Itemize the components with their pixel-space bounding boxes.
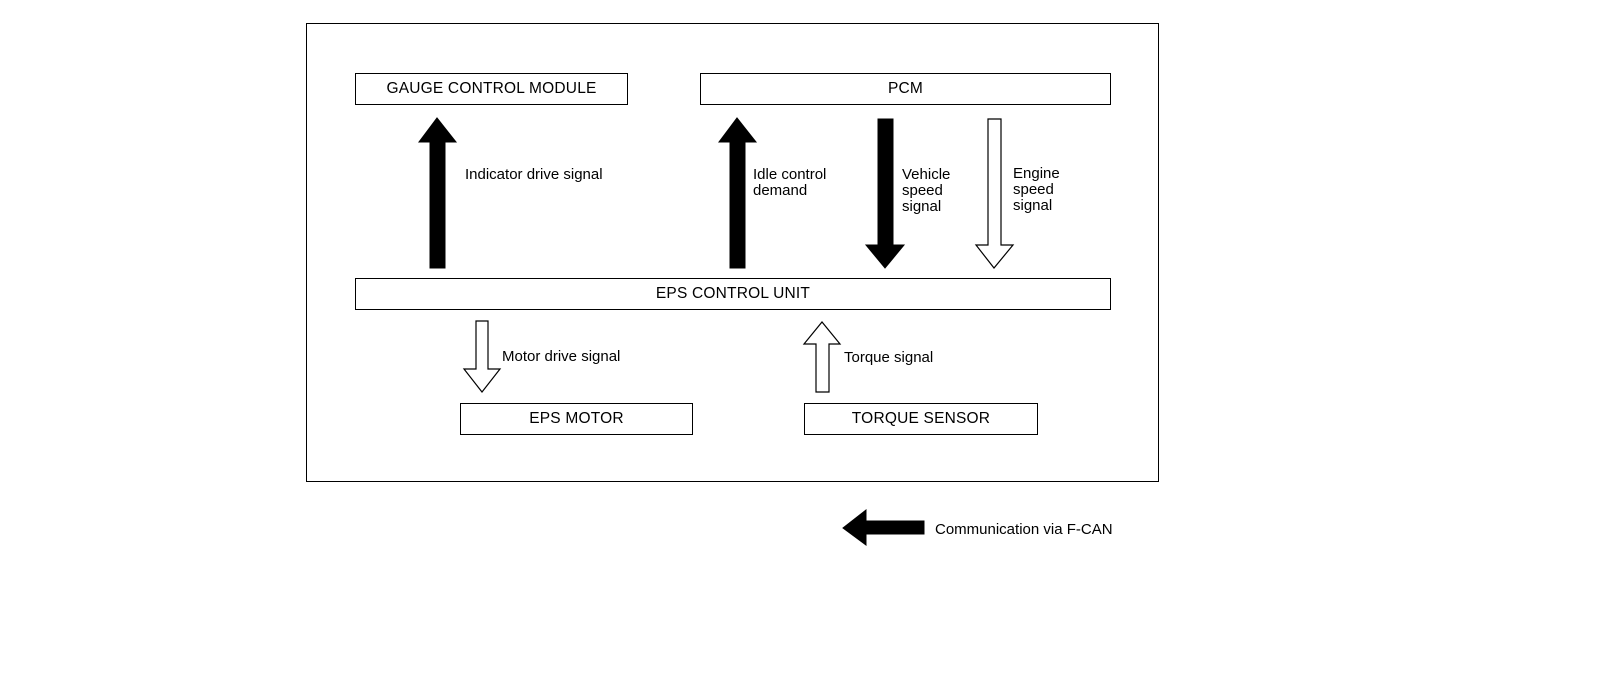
eps-motor-box: EPS MOTOR xyxy=(460,403,693,435)
torque-signal-label: Torque signal xyxy=(844,349,934,366)
engine-speed-signal-label: Engine speed signal xyxy=(1013,165,1060,214)
vehicle-speed-signal-label: Vehicle speed signal xyxy=(902,166,951,215)
eps-control-unit-box: EPS CONTROL UNIT xyxy=(355,278,1111,310)
indicator-drive-signal-label: Indicator drive signal xyxy=(465,166,603,183)
gauge-control-module-label: GAUGE CONTROL MODULE xyxy=(386,80,597,97)
eps-motor-label: EPS MOTOR xyxy=(529,410,624,427)
torque-sensor-box: TORQUE SENSOR xyxy=(804,403,1038,435)
gauge-control-module-box: GAUGE CONTROL MODULE xyxy=(355,73,628,105)
diagram-frame xyxy=(306,23,1159,482)
idle-control-demand-label: Idle control demand xyxy=(753,166,827,199)
pcm-label: PCM xyxy=(887,80,924,97)
fcan-legend-label: Communication via F-CAN xyxy=(935,521,1113,538)
pcm-box: PCM xyxy=(700,73,1111,105)
motor-drive-signal-label: Motor drive signal xyxy=(502,348,621,365)
fcan-legend-arrow-icon xyxy=(842,508,925,546)
torque-sensor-label: TORQUE SENSOR xyxy=(851,410,991,427)
eps-control-unit-label: EPS CONTROL UNIT xyxy=(655,285,811,302)
